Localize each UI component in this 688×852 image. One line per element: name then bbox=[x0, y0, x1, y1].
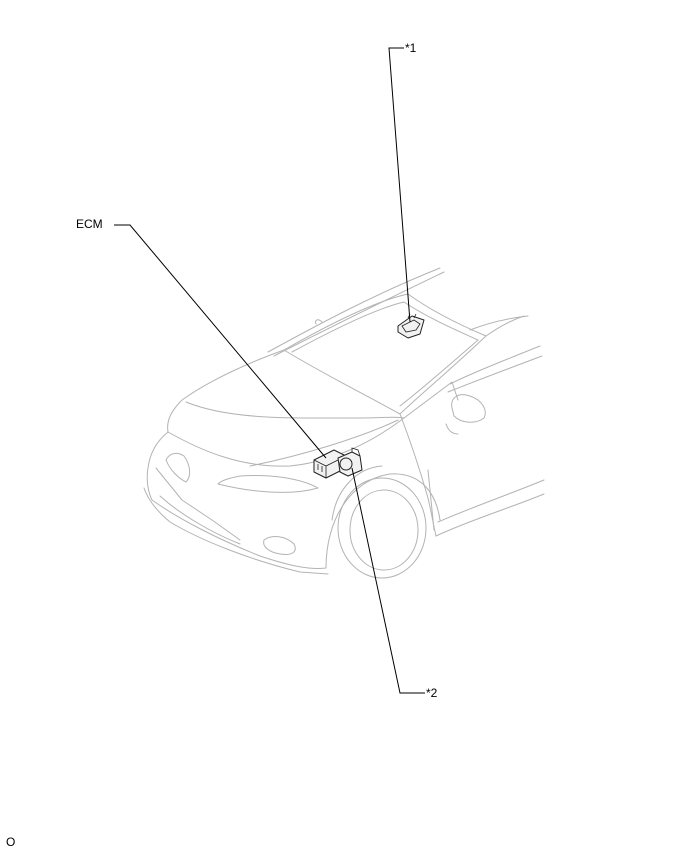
leader-line-1 bbox=[388, 47, 411, 323]
headlight bbox=[217, 475, 319, 493]
roof-line bbox=[267, 267, 441, 353]
leader-lines bbox=[114, 47, 425, 694]
component-1 bbox=[397, 313, 425, 339]
leader-line-ecm bbox=[114, 224, 327, 459]
windshield bbox=[283, 293, 487, 415]
document-id: O bbox=[6, 835, 16, 849]
hood bbox=[167, 349, 285, 433]
fog-light bbox=[263, 536, 296, 555]
callout-label-1: *1 bbox=[405, 41, 417, 55]
grille bbox=[165, 452, 191, 483]
callout-label-ecm: ECM bbox=[76, 217, 103, 231]
component-2 bbox=[337, 447, 363, 477]
callout-label-2: *2 bbox=[426, 686, 438, 700]
front-fascia bbox=[146, 431, 169, 501]
front-wheel bbox=[337, 477, 427, 579]
vehicle-outline bbox=[143, 267, 545, 579]
wheel-arch bbox=[325, 473, 441, 569]
side-window bbox=[449, 345, 541, 385]
side-mirror bbox=[451, 394, 486, 423]
leader-line-2 bbox=[351, 467, 425, 694]
